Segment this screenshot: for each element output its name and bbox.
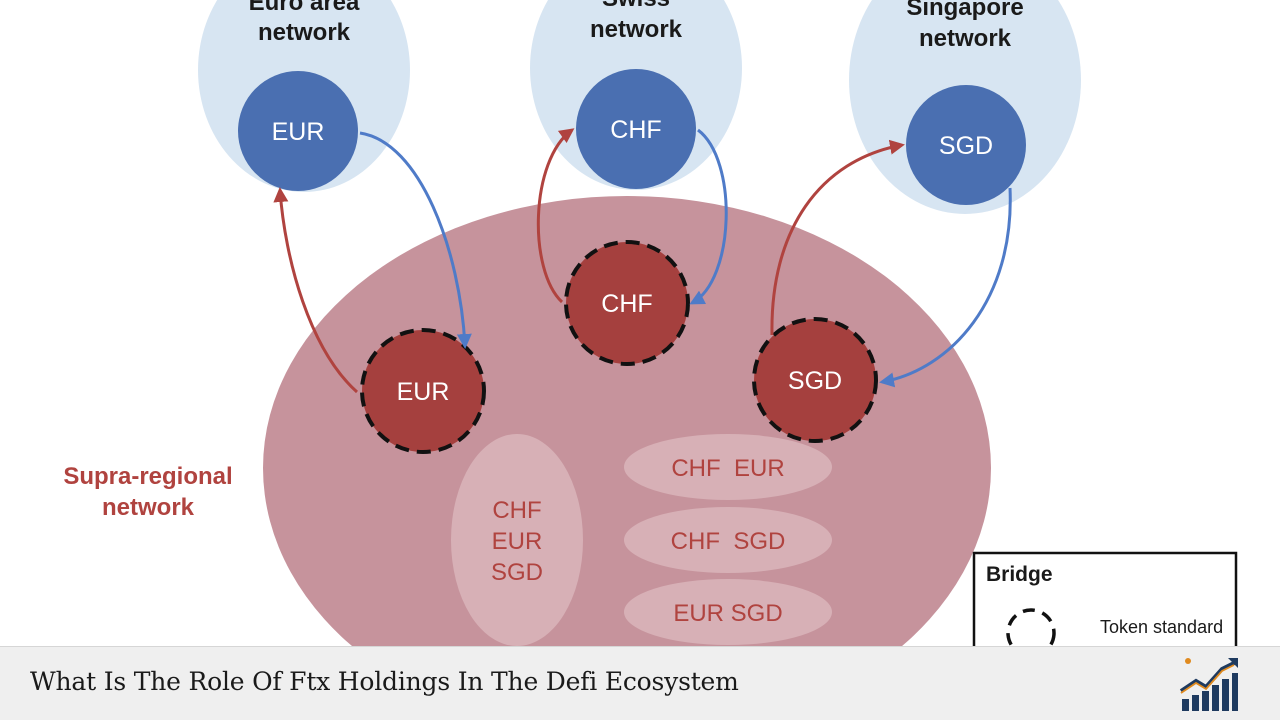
sgd-domestic-node <box>906 85 1026 205</box>
swiss-title-line2: network <box>590 16 683 43</box>
pool-vertical-line3: SGD <box>491 559 543 586</box>
chf-token-label: CHF <box>601 290 652 318</box>
pool-eur-sgd-label: EUR SGD <box>673 600 782 627</box>
supra-regional-title-line2: network <box>102 494 195 521</box>
pool-vertical-ellipse <box>451 434 583 646</box>
pool-chf-sgd-label: CHF SGD <box>671 528 786 555</box>
arrow-chf-to-token <box>689 128 728 305</box>
sgd-domestic-label: SGD <box>939 132 993 160</box>
singapore-title-line2: network <box>919 25 1012 52</box>
singapore-title-line1: Singapore <box>906 0 1023 21</box>
chf-token-node <box>564 240 690 366</box>
legend: Bridge Token standard <box>972 551 1238 665</box>
pool-vertical-line1: CHF <box>492 497 541 524</box>
footer-title: What Is The Role Of Ftx Holdings In The … <box>30 667 739 696</box>
sgd-token-node <box>752 317 878 443</box>
eur-domestic-node <box>238 71 358 191</box>
chf-domestic-label: CHF <box>610 116 661 144</box>
pool-chf-sgd-ellipse <box>624 507 832 573</box>
supra-regional-title-line1: Supra-regional <box>63 463 232 490</box>
pool-chf-eur-label: CHF EUR <box>671 455 784 482</box>
euro-area-title-line1: Euro area <box>249 0 360 16</box>
pool-chf-eur-ellipse <box>624 434 832 500</box>
arrow-token-to-eur <box>273 187 359 394</box>
legend-dashed-circle-icon <box>1006 608 1056 658</box>
arrow-token-to-sgd <box>770 139 905 336</box>
eur-token-node <box>360 328 486 454</box>
chf-domestic-node <box>576 69 696 189</box>
eur-token-label: EUR <box>397 378 450 406</box>
pool-vertical-line2: EUR <box>492 528 543 555</box>
pool-eur-sgd-ellipse <box>624 579 832 645</box>
swiss-title-line1: Swiss <box>602 0 670 12</box>
eur-domestic-label: EUR <box>272 118 325 146</box>
growth-chart-logo-icon[interactable] <box>1178 655 1240 713</box>
arrow-token-to-chf <box>536 128 575 304</box>
arrow-eur-to-token <box>359 131 472 349</box>
footer-bar: What Is The Role Of Ftx Holdings In The … <box>0 646 1280 720</box>
legend-token-standard-label: Token standard <box>1100 617 1223 637</box>
euro-area-title-line2: network <box>258 19 351 46</box>
arrow-sgd-to-token <box>879 187 1012 388</box>
legend-title: Bridge <box>986 563 1053 586</box>
sgd-token-label: SGD <box>788 367 842 395</box>
